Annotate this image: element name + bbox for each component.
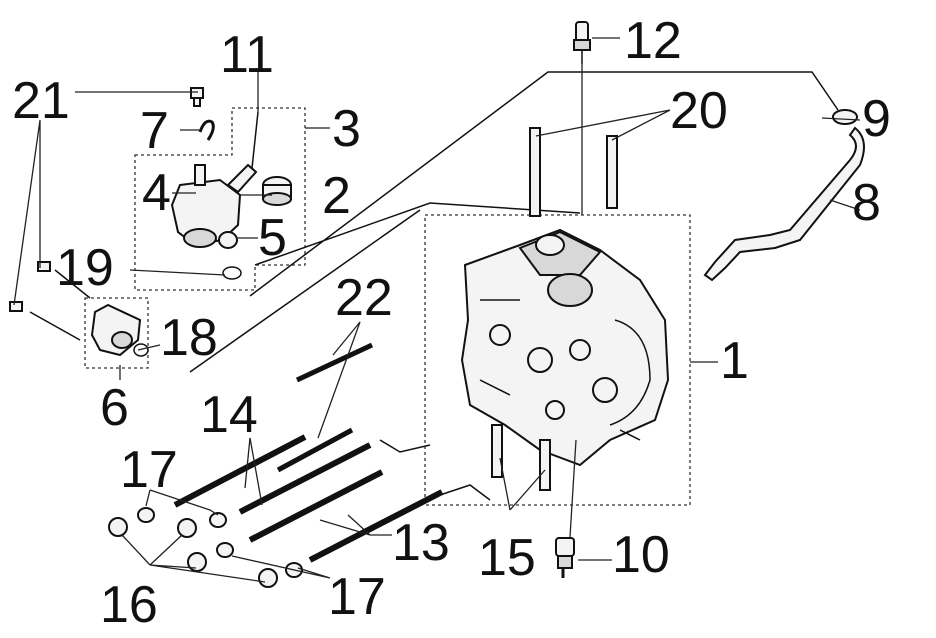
leader-lines	[13, 37, 861, 583]
sensor-10-part	[555, 537, 575, 578]
bolt-21-top-part	[190, 87, 204, 107]
label-21: 21	[12, 72, 70, 130]
label-18: 18	[160, 309, 218, 367]
water-outlet-part	[90, 303, 149, 357]
o-ring-part	[222, 266, 242, 280]
label-5: 5	[258, 209, 287, 267]
label-19: 19	[56, 239, 114, 297]
label-13: 13	[392, 514, 450, 572]
label-2: 2	[322, 167, 351, 225]
cap-2-part	[262, 176, 292, 206]
label-4: 4	[142, 164, 171, 222]
label-7: 7	[140, 102, 169, 160]
label-20: 20	[670, 82, 728, 140]
bolts-14-part	[173, 434, 372, 515]
label-11: 11	[220, 26, 274, 84]
callout-labels: 1 2 3 4 5 6 7 8 9 10 11 12 13 14 15 16 1…	[12, 12, 891, 634]
reference-lines	[29, 71, 839, 501]
water-outlet-assembly-box	[84, 297, 149, 369]
cylinder-head-assembly-box	[424, 214, 691, 506]
label-16: 16	[100, 576, 158, 634]
label-8: 8	[852, 174, 881, 232]
studs-20-part	[529, 127, 618, 217]
hose-part	[703, 126, 865, 282]
hose-clamp-part	[832, 109, 858, 125]
label-1: 1	[720, 332, 749, 390]
label-15: 15	[478, 529, 536, 587]
studs-15-part	[491, 424, 551, 491]
label-14: 14	[200, 386, 258, 444]
nuts-16-part	[108, 517, 278, 588]
label-3: 3	[332, 100, 361, 158]
label-9: 9	[862, 90, 891, 148]
temperature-sensor-part	[573, 21, 591, 64]
thermostat-assembly-box	[134, 107, 306, 291]
hose-7-part	[198, 119, 215, 141]
bolts-22-part	[276, 342, 374, 473]
bolts-21-part	[9, 261, 51, 312]
thermostat-housing-part	[170, 111, 259, 249]
label-22: 22	[335, 269, 393, 327]
cylinder-head-part	[460, 228, 670, 467]
label-17-top: 17	[120, 441, 178, 499]
label-6: 6	[100, 379, 129, 437]
label-12: 12	[624, 12, 682, 70]
label-10: 10	[612, 526, 670, 584]
bolts-13-part	[248, 469, 444, 563]
label-17-bottom: 17	[328, 568, 386, 626]
